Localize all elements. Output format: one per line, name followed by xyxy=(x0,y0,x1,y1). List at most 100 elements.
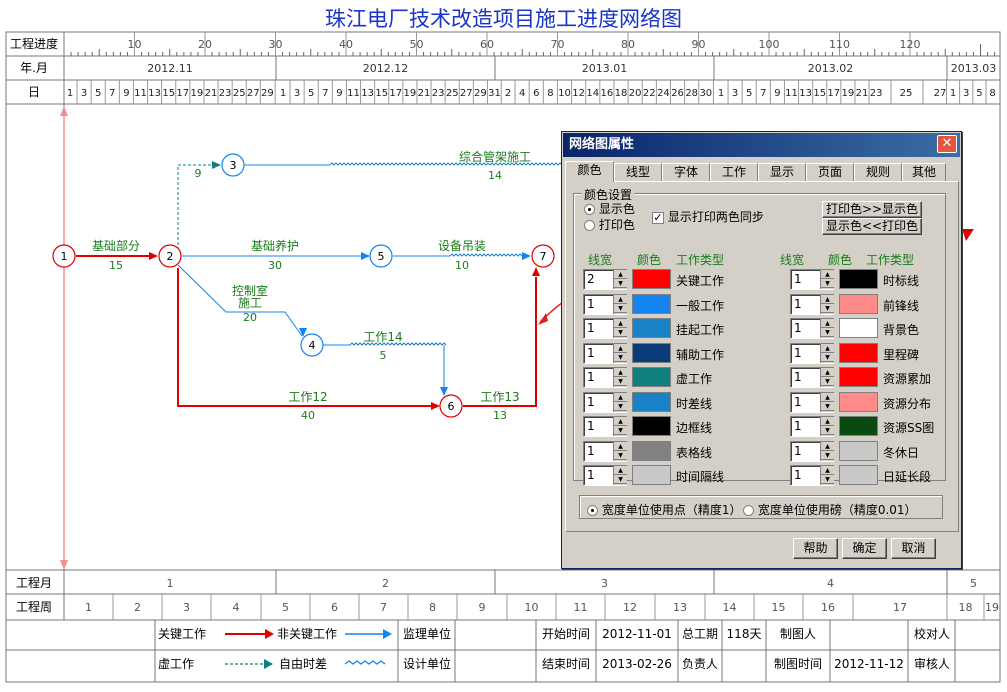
spin-arrows-icon[interactable]: ▲▼ xyxy=(820,392,834,412)
event-node xyxy=(369,244,393,268)
day-label: 5 xyxy=(746,88,752,99)
right-color-swatch-2[interactable] xyxy=(839,318,878,338)
project-week-label: 9 xyxy=(479,601,486,614)
spin-arrows-icon[interactable]: ▲▼ xyxy=(613,343,627,363)
spin-arrows-icon[interactable]: ▲▼ xyxy=(820,343,834,363)
left-width-spinner-2[interactable]: 1▲▼ xyxy=(583,318,627,339)
left-color-swatch-0[interactable] xyxy=(632,269,671,289)
left-width-spinner-1[interactable]: 1▲▼ xyxy=(583,293,627,315)
radio-unit-point[interactable]: 宽度单位使用点（精度1） xyxy=(587,501,741,518)
right-color-swatch-8[interactable] xyxy=(839,465,878,485)
left-width-spinner-8[interactable]: 1 ▲▼ xyxy=(583,465,627,486)
right-color-swatch-5[interactable] xyxy=(839,391,878,412)
right-width-spinner-6[interactable]: 1▲▼ xyxy=(790,416,834,437)
right-color-swatch-4[interactable] xyxy=(839,367,878,387)
spin-arrows-icon[interactable]: ▲▼ xyxy=(820,417,834,436)
left-color-swatch-5[interactable] xyxy=(632,391,671,412)
activity-name-line2: 施工 xyxy=(238,296,262,310)
milestone-marker-icon xyxy=(962,229,974,241)
radio-display-label: 显示色 xyxy=(598,202,635,216)
tab-7[interactable]: 规则 xyxy=(854,163,902,181)
spin-arrows-icon[interactable]: ▲▼ xyxy=(820,368,834,387)
legend-virtual-label: 虚工作 xyxy=(158,657,194,671)
left-width-spinner-7[interactable]: 1▲▼ xyxy=(583,440,627,462)
day-label: 29 xyxy=(474,88,487,99)
right-width-spinner-4[interactable]: 1▲▼ xyxy=(790,367,834,388)
spin-arrows-icon[interactable]: ▲▼ xyxy=(820,466,834,485)
spin-arrows-icon[interactable]: ▲▼ xyxy=(613,392,627,412)
right-width-spinner-1[interactable]: 1▲▼ xyxy=(790,293,834,315)
right-color-swatch-3[interactable] xyxy=(839,342,878,363)
spin-arrows-icon[interactable]: ▲▼ xyxy=(820,270,834,289)
project-week-label: 10 xyxy=(525,601,539,614)
tab-5[interactable]: 显示 xyxy=(758,163,806,181)
right-color-swatch-0[interactable] xyxy=(839,269,878,289)
spin-arrows-icon[interactable]: ▲▼ xyxy=(820,441,834,461)
project-week-row-label: 工程周 xyxy=(16,599,52,614)
left-color-swatch-7[interactable] xyxy=(632,440,671,461)
left-color-swatch-4[interactable] xyxy=(632,367,671,387)
spin-arrows-icon[interactable]: ▲▼ xyxy=(613,417,627,436)
spin-arrows-icon[interactable]: ▲▼ xyxy=(613,441,627,461)
cancel-button[interactable]: 取消 xyxy=(891,538,936,559)
activity-duration: 20 xyxy=(243,311,257,324)
radio-print-color[interactable]: 打印色 xyxy=(584,216,635,233)
activity-name: 基础养护 xyxy=(251,238,299,253)
unit-pound-label: 宽度单位使用磅（精度0.01） xyxy=(757,503,917,517)
right-width-spinner-7[interactable]: 1▲▼ xyxy=(790,440,834,462)
tab-8[interactable]: 其他 xyxy=(902,163,946,181)
event-node-number: 5 xyxy=(378,250,385,263)
spin-arrows-icon[interactable]: ▲▼ xyxy=(613,270,627,289)
left-color-swatch-3[interactable] xyxy=(632,342,671,363)
right-color-swatch-6[interactable] xyxy=(839,416,878,436)
left-width-spinner-3[interactable]: 1▲▼ xyxy=(583,342,627,364)
spinner-value: 1 xyxy=(587,370,595,384)
col-width-left: 线宽 xyxy=(588,253,613,267)
spin-arrows-icon[interactable]: ▲▼ xyxy=(613,319,627,338)
help-button[interactable]: 帮助 xyxy=(793,538,838,559)
tab-2[interactable]: 线型 xyxy=(614,163,662,181)
spin-arrows-icon[interactable]: ▲▼ xyxy=(820,294,834,314)
radio-display-color[interactable]: 显示色 xyxy=(584,200,635,217)
spin-arrows-icon[interactable]: ▲▼ xyxy=(613,368,627,387)
legend-critical-arrow-icon xyxy=(265,629,274,639)
tab-1[interactable]: 颜色 xyxy=(565,161,614,182)
right-width-spinner-3[interactable]: 1▲▼ xyxy=(790,342,834,364)
tab-3[interactable]: 字体 xyxy=(662,163,710,181)
spin-arrows-icon[interactable]: ▲▼ xyxy=(613,466,627,485)
day-label: 25 xyxy=(233,88,246,99)
tab-6[interactable]: 页面 xyxy=(806,163,854,181)
left-color-swatch-1[interactable] xyxy=(632,293,671,314)
project-week-label: 13 xyxy=(673,601,687,614)
event-node xyxy=(221,153,245,177)
spinner-value: 1 xyxy=(587,468,595,482)
left-color-swatch-6[interactable] xyxy=(632,416,671,436)
total-duration-label: 总工期 xyxy=(682,627,718,641)
left-width-spinner-5[interactable]: 1▲▼ xyxy=(583,391,627,413)
dialog-titlebar[interactable]: 网络图属性 xyxy=(563,133,960,157)
left-color-swatch-8[interactable] xyxy=(632,465,671,485)
spinner-value: 1 xyxy=(794,468,802,482)
print-to-display-button[interactable]: 打印色>>显示色 xyxy=(822,201,922,218)
spinner-value: 1 xyxy=(794,394,802,409)
right-width-spinner-8[interactable]: 1 ▲▼ xyxy=(790,465,834,486)
display-to-print-button[interactable]: 显示色<<打印色 xyxy=(822,218,922,235)
right-color-swatch-1[interactable] xyxy=(839,293,878,314)
right-color-swatch-7[interactable] xyxy=(839,440,878,461)
left-width-spinner-6[interactable]: 1▲▼ xyxy=(583,416,627,437)
right-width-spinner-2[interactable]: 1▲▼ xyxy=(790,318,834,339)
spin-arrows-icon[interactable]: ▲▼ xyxy=(613,294,627,314)
ok-button[interactable]: 确定 xyxy=(842,538,887,559)
left-color-swatch-2[interactable] xyxy=(632,318,671,338)
radio-unit-pound[interactable]: 宽度单位使用磅（精度0.01） xyxy=(743,501,917,518)
close-icon[interactable]: ✕ xyxy=(937,135,957,153)
left-width-spinner-4[interactable]: 1 ▲▼ xyxy=(583,367,627,388)
left-width-spinner-0[interactable]: 2▲▼ xyxy=(583,269,627,290)
right-width-spinner-0[interactable]: 1▲▼ xyxy=(790,269,834,290)
checkmark-icon: ✓ xyxy=(652,210,664,224)
spin-arrows-icon[interactable]: ▲▼ xyxy=(820,319,834,338)
right-width-spinner-5[interactable]: 1 ▲▼ xyxy=(790,391,834,413)
sync-checkbox[interactable]: ✓ 显示打印两色同步 xyxy=(652,208,764,225)
day-label: 5 xyxy=(976,88,982,99)
tab-4[interactable]: 工作 xyxy=(710,163,758,181)
